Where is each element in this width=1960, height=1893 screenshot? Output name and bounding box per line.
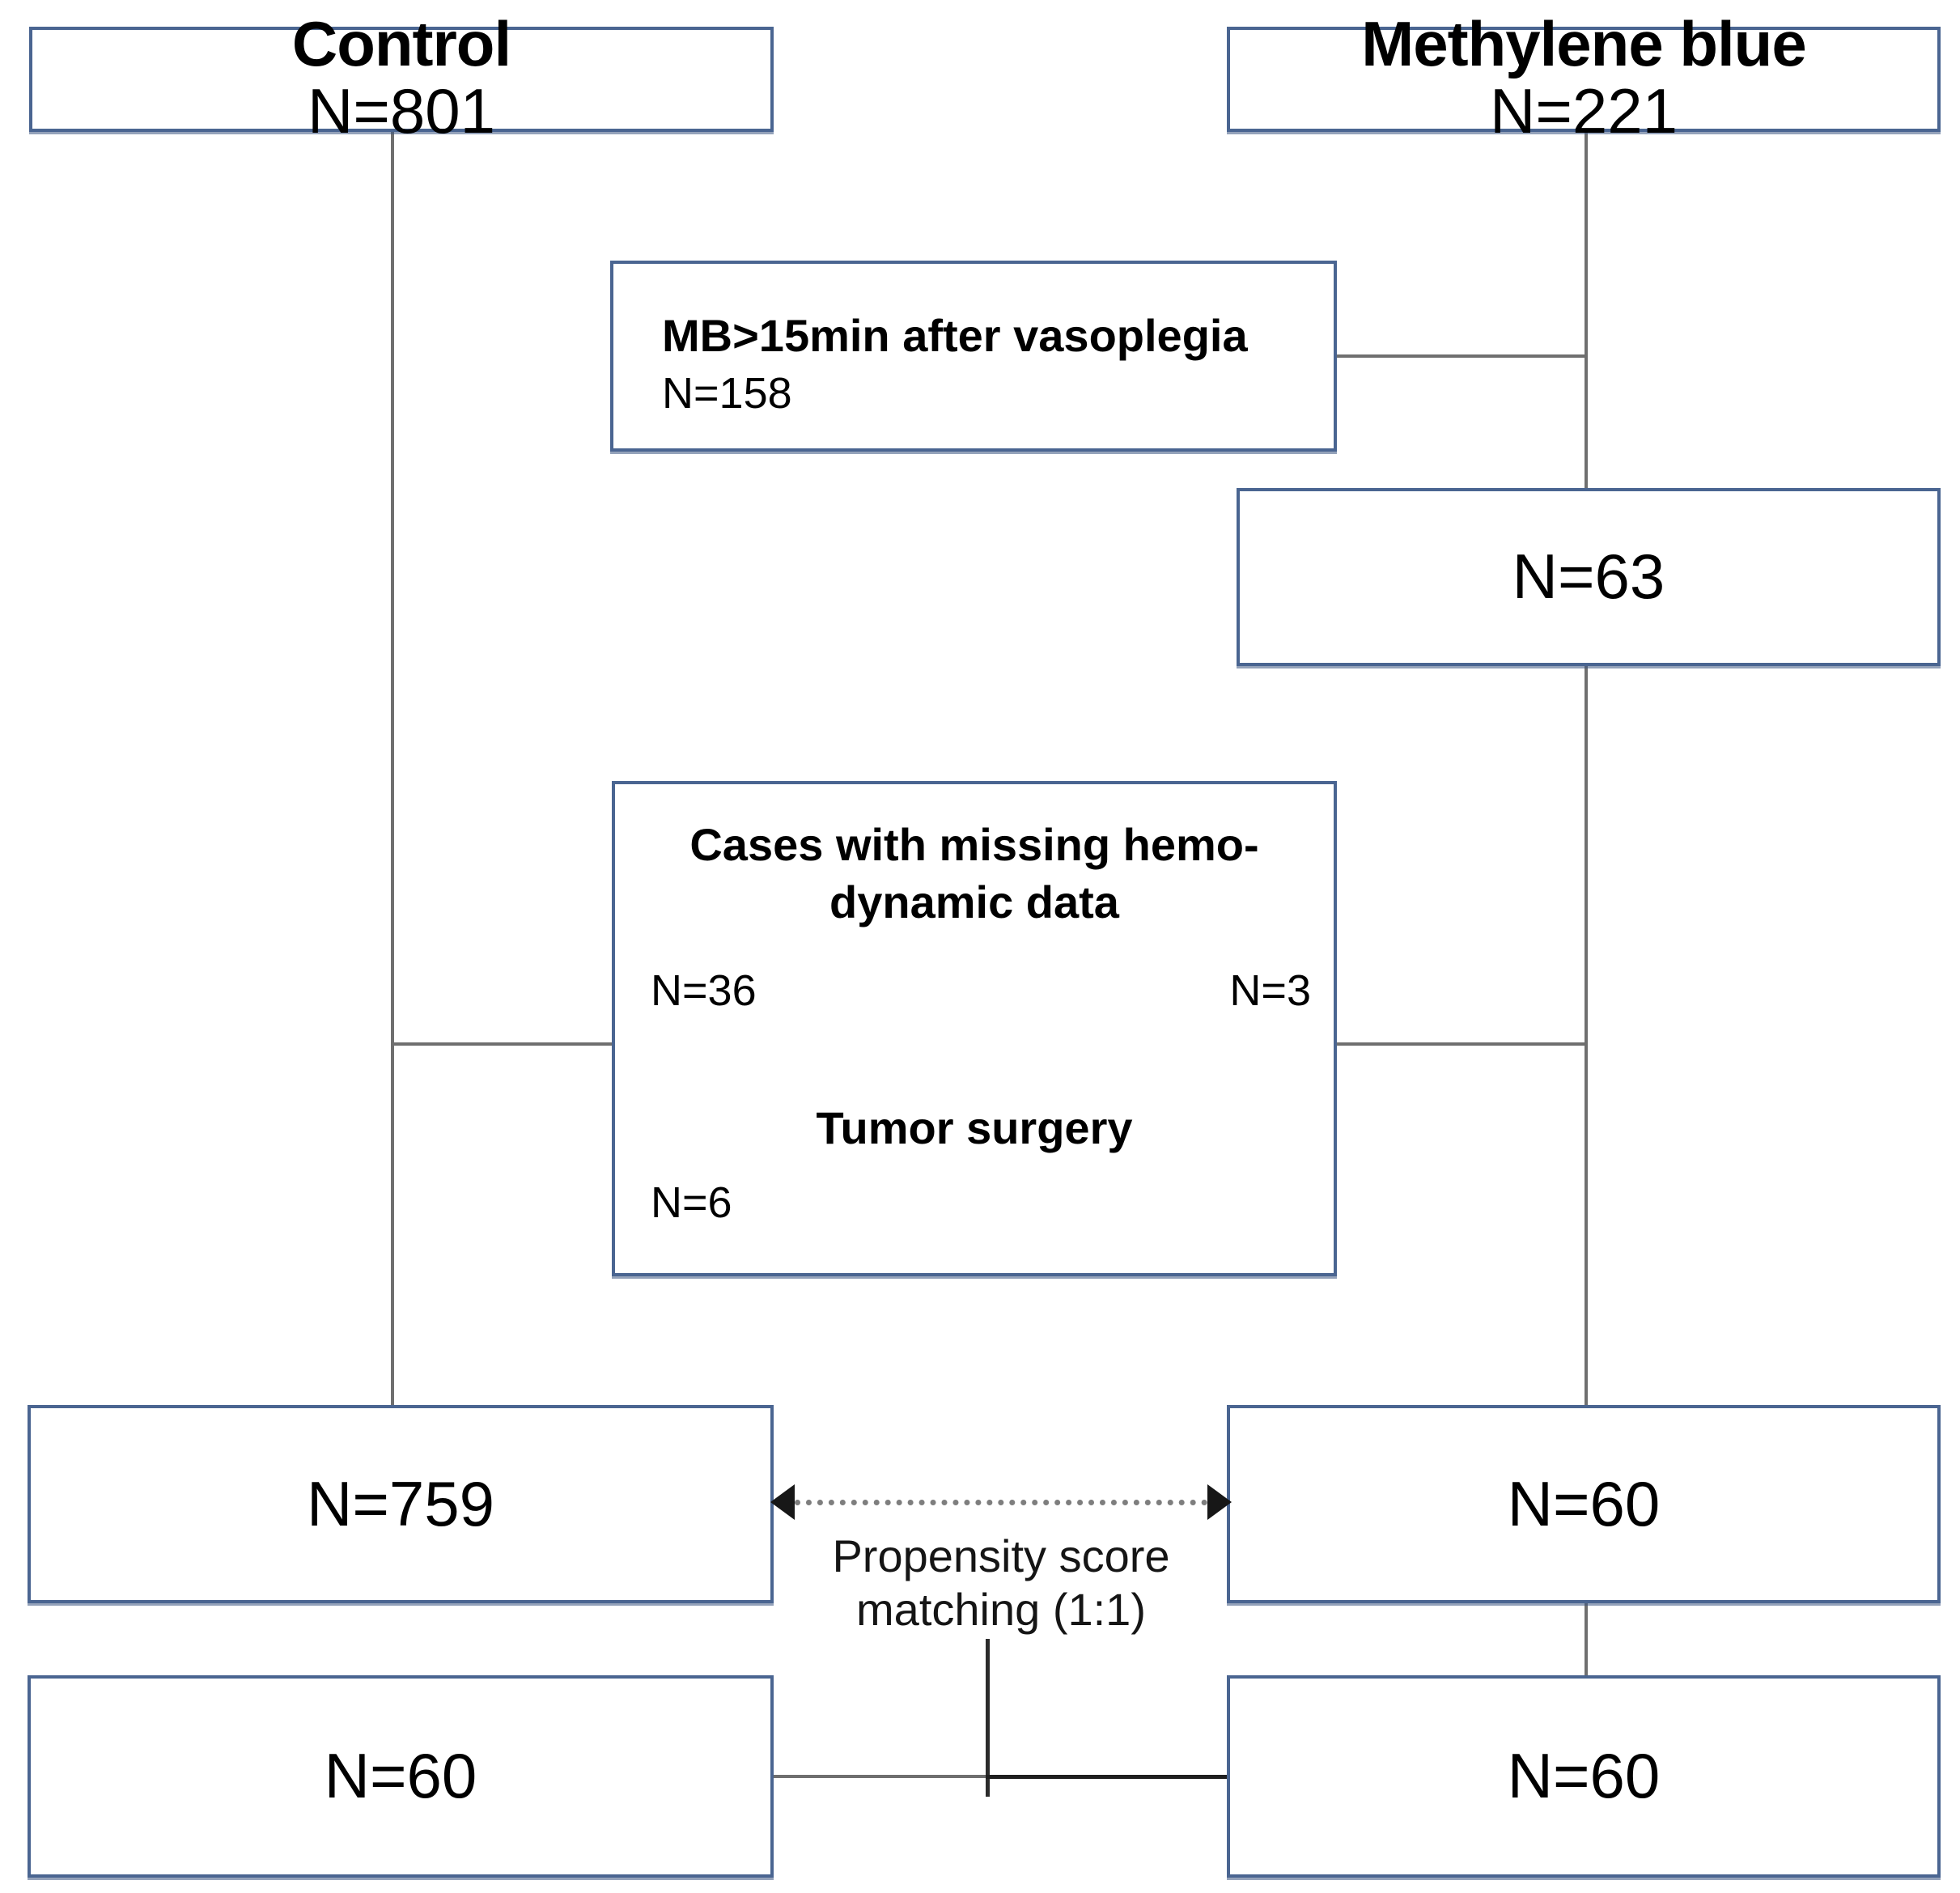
control-eligible-count: N=759 <box>306 1467 495 1539</box>
treatment-matched-content: N=60 <box>1230 1679 1937 1874</box>
control-arm-label: Control <box>291 8 511 80</box>
connector-treatment-trunk-mid <box>1585 664 1588 1408</box>
mb-timing-exclusion-content: MB>15min after vasoplegia N=158 <box>662 309 1317 420</box>
combined-exclusion-content: Cases with missing hemo- dynamic data N=… <box>615 784 1334 1273</box>
missing-hemodynamic-treatment-count: N=3 <box>1229 966 1311 1015</box>
propensity-matching-line2: matching (1:1) <box>856 1584 1146 1636</box>
propensity-matching-label: Propensity score matching (1:1) <box>770 1530 1232 1636</box>
combined-exclusion-box[interactable]: Cases with missing hemo- dynamic data N=… <box>612 781 1337 1276</box>
control-arm-content: Control N=801 <box>32 12 770 146</box>
treatment-arm-count: N=221 <box>1489 74 1678 146</box>
connector-matched-left <box>771 1775 988 1778</box>
treatment-matched-count: N=60 <box>1507 1740 1661 1812</box>
control-matched-count: N=60 <box>324 1740 477 1812</box>
connector-exclusion-to-control-trunk <box>391 1042 617 1046</box>
tumor-surgery-reason: Tumor surgery <box>816 1102 1133 1153</box>
connector-control-trunk <box>391 129 394 1408</box>
treatment-arm-label: Methylene blue <box>1361 8 1806 80</box>
connector-matched-right <box>986 1775 1230 1779</box>
mb-timing-criterion: MB>15min after vasoplegia <box>662 310 1248 361</box>
treatment-eligible-count: N=60 <box>1507 1467 1661 1539</box>
control-eligible-content: N=759 <box>31 1408 770 1600</box>
treatment-remaining-count: N=63 <box>1512 541 1665 613</box>
control-arm-box[interactable]: Control N=801 <box>29 12 774 146</box>
treatment-eligible-content: N=60 <box>1230 1408 1937 1600</box>
treatment-remaining-box[interactable]: N=63 <box>1237 488 1941 666</box>
connector-treatment-trunk-lower <box>1585 1602 1588 1679</box>
treatment-matched-box[interactable]: N=60 <box>1227 1675 1941 1878</box>
missing-hemodynamic-data-line1: Cases with missing hemo- <box>689 819 1259 870</box>
propensity-matching-arrow <box>770 1484 1232 1520</box>
connector-matching-drop <box>986 1639 990 1797</box>
treatment-remaining-content: N=63 <box>1240 491 1937 663</box>
control-arm-count: N=801 <box>307 74 496 146</box>
treatment-arm-box[interactable]: Methylene blue N=221 <box>1227 12 1941 146</box>
missing-hemodynamic-control-count: N=36 <box>651 966 757 1015</box>
connector-exclusion-to-treatment-trunk <box>1334 1042 1588 1046</box>
connector-mb-timing-to-trunk <box>1334 354 1588 358</box>
treatment-eligible-box[interactable]: N=60 <box>1227 1405 1941 1603</box>
mb-timing-exclusion-box[interactable]: MB>15min after vasoplegia N=158 <box>610 261 1337 452</box>
control-eligible-box[interactable]: N=759 <box>28 1405 774 1603</box>
propensity-matching-line1: Propensity score <box>832 1530 1170 1581</box>
connector-treatment-trunk-upper <box>1585 129 1588 490</box>
treatment-arm-content: Methylene blue N=221 <box>1230 12 1937 146</box>
control-matched-box[interactable]: N=60 <box>28 1675 774 1878</box>
control-matched-content: N=60 <box>31 1679 770 1874</box>
tumor-surgery-control-count: N=6 <box>651 1178 732 1227</box>
missing-hemodynamic-data-reason: Cases with missing hemo- dynamic data <box>615 817 1334 931</box>
arrow-head-right-icon <box>1207 1484 1232 1520</box>
arrow-head-left-icon <box>770 1484 795 1520</box>
arrow-shaft <box>795 1499 1207 1505</box>
mb-timing-count: N=158 <box>662 369 792 418</box>
missing-hemodynamic-data-line2: dynamic data <box>829 876 1119 927</box>
